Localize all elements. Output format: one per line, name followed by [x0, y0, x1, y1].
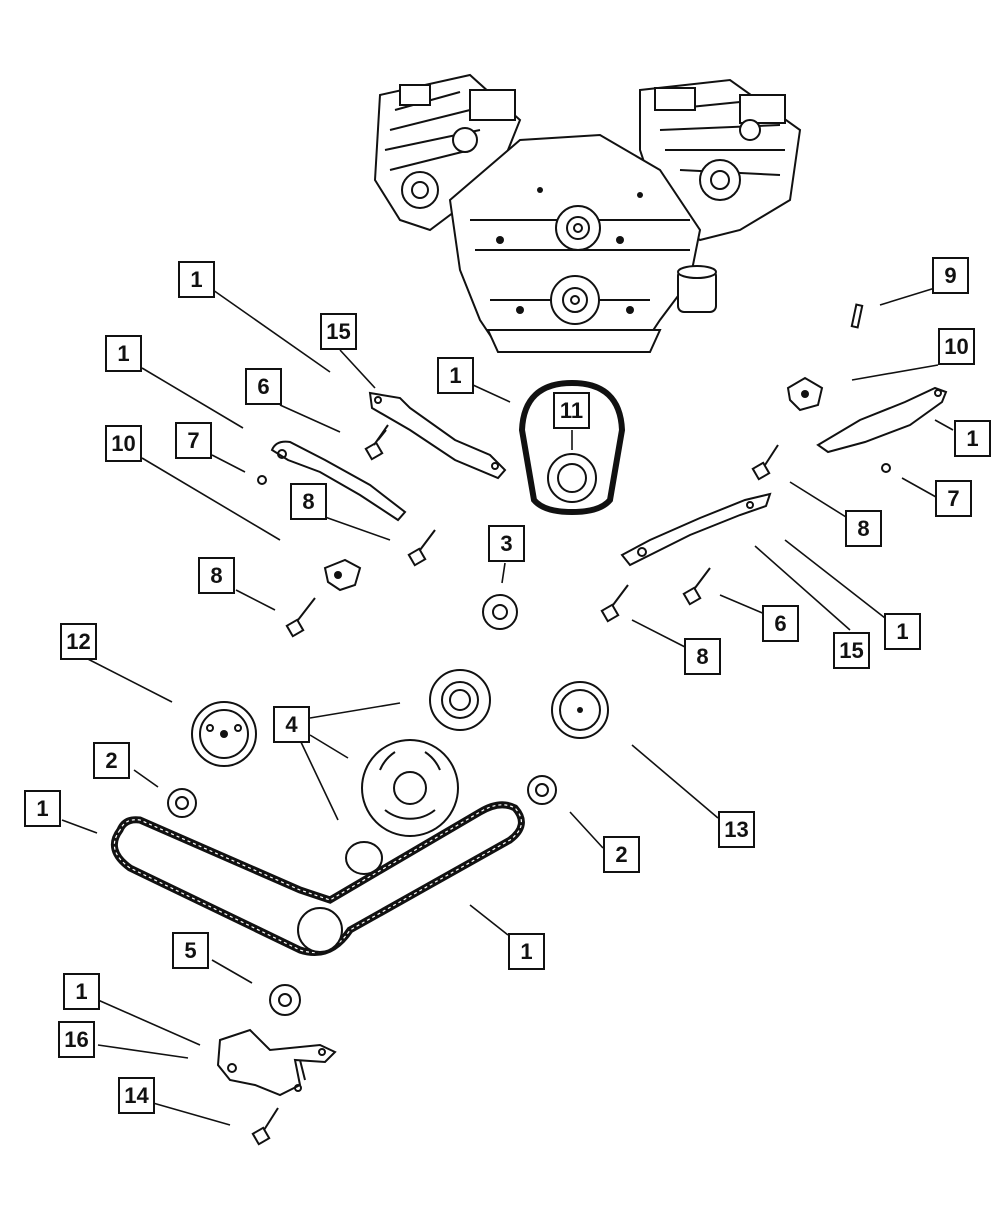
callout-11[interactable]: 11	[553, 392, 590, 429]
idler-5	[269, 984, 301, 1016]
callout-12[interactable]: 12	[60, 623, 97, 660]
callout-2[interactable]: 2	[603, 836, 640, 873]
callout-16[interactable]: 16	[58, 1021, 95, 1058]
guide-rail-right	[620, 492, 772, 567]
callout-14[interactable]: 14	[118, 1077, 155, 1114]
callout-15[interactable]: 15	[320, 313, 357, 350]
callout-7[interactable]: 7	[935, 480, 972, 517]
bolt-left-8b	[285, 597, 316, 638]
callout-6[interactable]: 6	[762, 605, 799, 642]
idler-sprocket-3	[482, 594, 518, 630]
callout-15[interactable]: 15	[833, 632, 870, 669]
guide-rail-left-upper	[368, 391, 507, 480]
callout-8[interactable]: 8	[845, 510, 882, 547]
idler-2-right	[527, 775, 557, 805]
cam-sprocket-4-upper	[429, 669, 491, 731]
tensioner-arm-left	[270, 440, 407, 522]
chain-tensioner-16	[216, 1028, 337, 1097]
callout-8[interactable]: 8	[684, 638, 721, 675]
primary-timing-chain	[110, 801, 525, 956]
callout-8[interactable]: 8	[290, 483, 327, 520]
hydraulic-tensioner-right	[786, 376, 824, 412]
bolt-14	[251, 1107, 279, 1146]
callout-1[interactable]: 1	[178, 261, 215, 298]
crank-sprocket-ring	[345, 841, 383, 875]
roll-pin-9	[850, 303, 864, 329]
callout-9[interactable]: 9	[932, 257, 969, 294]
leader-lines	[61, 287, 954, 1126]
callout-8[interactable]: 8	[198, 557, 235, 594]
bolt-right-8b	[600, 584, 629, 623]
engine-block-illustration	[373, 73, 802, 353]
callout-6[interactable]: 6	[245, 368, 282, 405]
callout-1[interactable]: 1	[437, 357, 474, 394]
chain-loop-upper	[518, 379, 626, 516]
cam-sprocket-12	[191, 701, 257, 767]
cam-sprocket-13	[551, 681, 609, 739]
callout-13[interactable]: 13	[718, 811, 755, 848]
callout-2[interactable]: 2	[93, 742, 130, 779]
callout-1[interactable]: 1	[105, 335, 142, 372]
bolt-right-8a	[751, 444, 779, 481]
crank-sprocket-4	[361, 739, 459, 837]
callout-4[interactable]: 4	[273, 706, 310, 743]
idler-2-left	[167, 788, 197, 818]
callout-1[interactable]: 1	[508, 933, 545, 970]
tensioner-arm-right	[816, 386, 948, 454]
callout-10[interactable]: 10	[938, 328, 975, 365]
dowel-left-7	[257, 475, 267, 485]
callout-10[interactable]: 10	[105, 425, 142, 462]
hydraulic-tensioner-left	[323, 558, 362, 592]
callout-7[interactable]: 7	[175, 422, 212, 459]
dowel-right-7	[881, 463, 891, 473]
callout-1[interactable]: 1	[24, 790, 61, 827]
callout-1[interactable]: 1	[954, 420, 991, 457]
bolt-left-8a	[407, 529, 436, 567]
callout-3[interactable]: 3	[488, 525, 525, 562]
bolt-right-6	[682, 567, 711, 606]
bolt-left-6	[364, 424, 389, 461]
callout-1[interactable]: 1	[884, 613, 921, 650]
callout-1[interactable]: 1	[63, 973, 100, 1010]
callout-5[interactable]: 5	[172, 932, 209, 969]
